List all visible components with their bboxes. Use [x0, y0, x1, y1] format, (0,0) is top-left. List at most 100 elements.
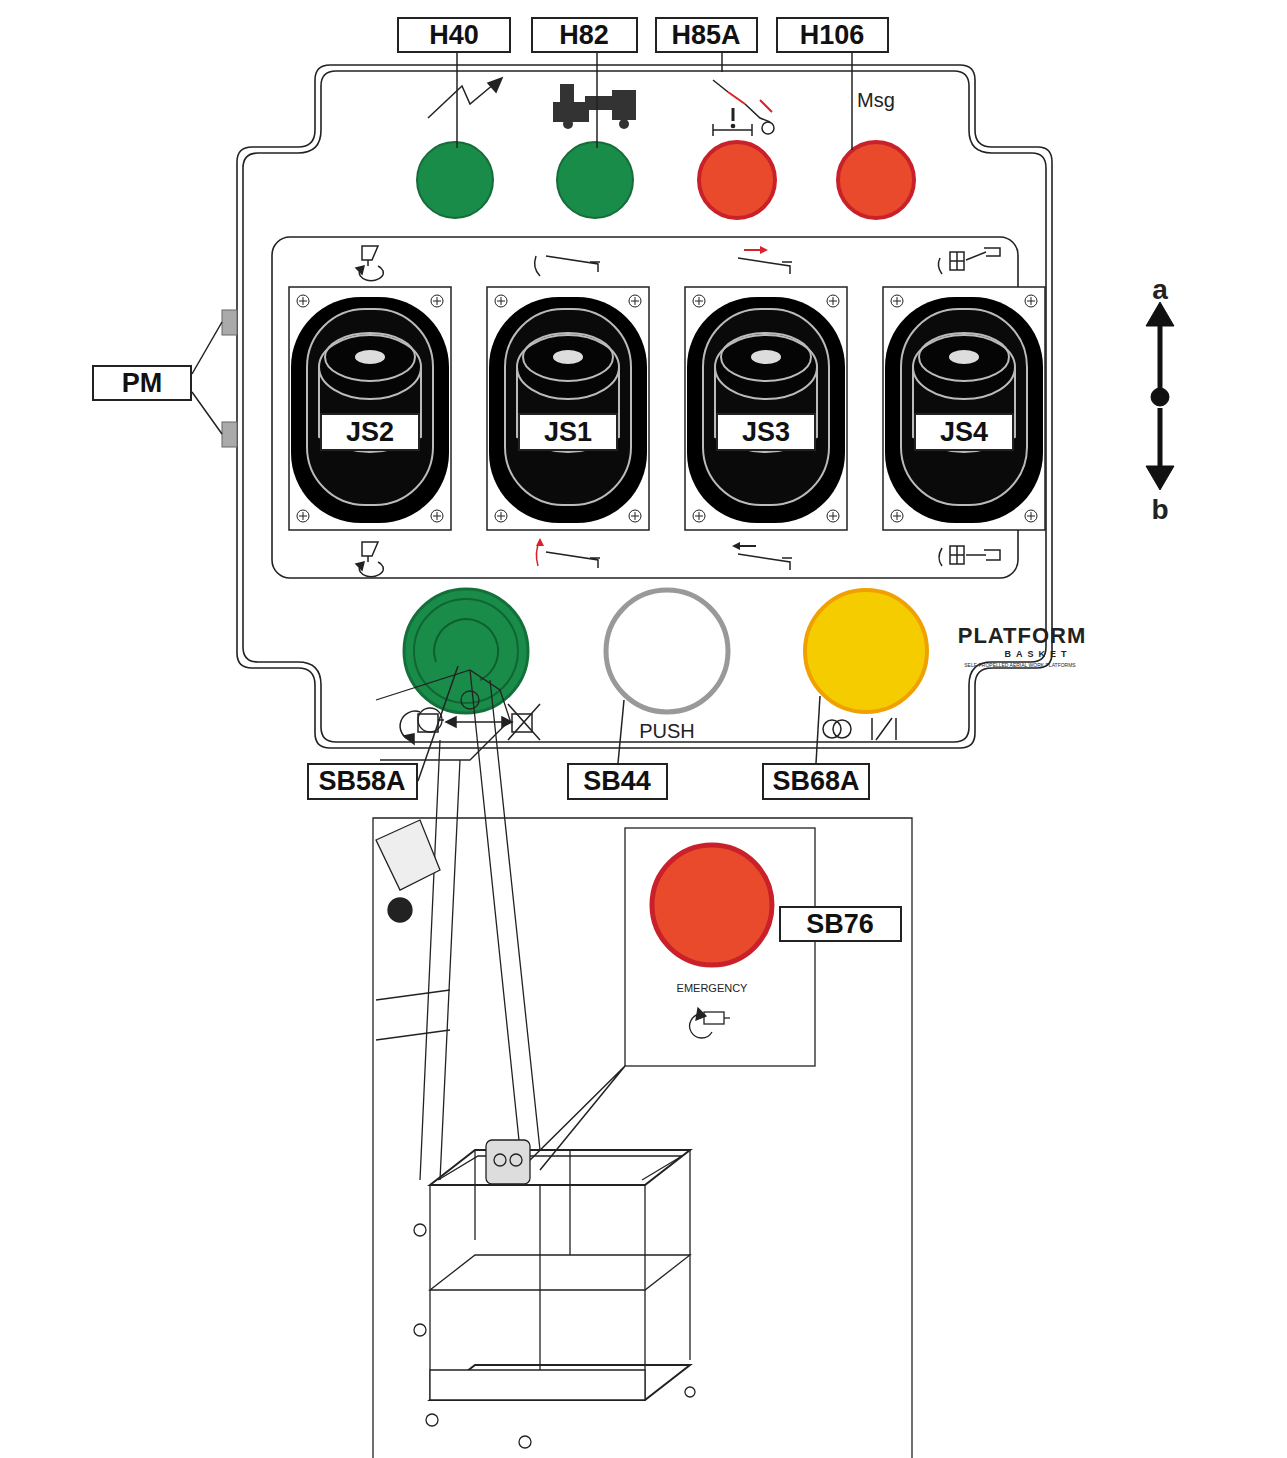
line-art [456, 52, 458, 148]
joystick-label: JS1 [518, 413, 618, 451]
line-art [557, 142, 633, 218]
basket-view [373, 670, 912, 1458]
callout-box: H40 [397, 17, 511, 53]
part-code: SB44 [583, 768, 651, 795]
line-art [362, 246, 378, 266]
part-code: JS4 [940, 419, 988, 446]
line-art [619, 119, 629, 129]
line-art [731, 124, 734, 127]
joystick-icons [356, 246, 1000, 577]
joystick-label: JS3 [716, 413, 816, 451]
line-art [966, 550, 1000, 560]
callout-box: SB76 [779, 906, 902, 942]
line-art [404, 589, 528, 713]
callout-box: PM [92, 365, 192, 401]
line-art [388, 898, 412, 922]
line-art [652, 845, 772, 965]
line-art [760, 246, 768, 254]
part-code: SB68A [772, 768, 859, 795]
line-art [222, 310, 237, 335]
line-art [851, 52, 853, 150]
lamp-icons [428, 78, 774, 136]
line-art [430, 1255, 690, 1290]
line-art [721, 52, 723, 72]
line-art [404, 734, 414, 744]
part-code: JS2 [346, 419, 394, 446]
line-art [1158, 408, 1163, 470]
line-art [356, 562, 364, 570]
line-art [418, 708, 442, 732]
part-code: H85A [671, 22, 740, 49]
line-art [414, 1224, 426, 1236]
line-art [560, 84, 574, 104]
line-art [685, 287, 847, 530]
line-art [488, 78, 502, 92]
line-art [685, 1387, 695, 1397]
line-art [950, 546, 964, 564]
brand-subtitle: BASKET [1004, 650, 1071, 659]
part-code: JS1 [544, 419, 592, 446]
line-art [872, 718, 896, 740]
line-art [713, 124, 752, 136]
line-art [486, 1140, 530, 1184]
line-art [420, 670, 540, 1180]
part-code: SB76 [806, 911, 874, 938]
line-art [738, 258, 792, 274]
line-art [838, 142, 914, 218]
brand-logo: PLATFORM [958, 625, 1087, 647]
push-buttons [404, 589, 927, 713]
line-art [450, 721, 508, 723]
part-code: H82 [559, 22, 609, 49]
line-art [950, 252, 964, 270]
line-art [612, 90, 636, 120]
line-art [289, 287, 451, 530]
button-caption: EMERGENCY [677, 983, 748, 994]
line-art [762, 122, 774, 134]
line-art [487, 287, 649, 530]
line-art [1151, 388, 1169, 406]
lamp-caption: Msg [857, 90, 895, 110]
line-art [738, 554, 792, 570]
part-code: H106 [800, 22, 865, 49]
line-art [805, 590, 927, 712]
line-art [519, 1436, 531, 1448]
line-art [823, 720, 841, 738]
line-art [243, 71, 1046, 742]
line-art [950, 252, 964, 270]
line-art [192, 322, 222, 434]
line-art [950, 546, 964, 564]
callout-box: H106 [776, 17, 889, 53]
line-art [414, 599, 518, 703]
part-code: PM [122, 370, 163, 397]
part-code: JS3 [742, 419, 790, 446]
line-art [744, 249, 762, 251]
callout-box: H85A [655, 17, 758, 53]
brand-tagline: SELF-PROPELLED AERIAL WORK PLATFORMS [964, 663, 1075, 668]
line-art [508, 704, 540, 740]
line-art [461, 691, 479, 709]
line-art [816, 696, 820, 763]
joysticks [289, 287, 1045, 530]
line-art [738, 545, 756, 547]
line-art [704, 1012, 724, 1024]
line-art [535, 256, 540, 276]
panel-housing [237, 65, 1052, 748]
line-art [356, 266, 364, 274]
line-art [760, 100, 772, 112]
line-art [536, 538, 544, 546]
line-art [699, 142, 775, 218]
line-art [502, 717, 512, 727]
line-art [966, 248, 1000, 260]
basket [426, 1140, 695, 1448]
line-art [428, 84, 494, 118]
line-art [418, 666, 458, 781]
line-art [376, 990, 450, 1040]
side-tabs [222, 310, 237, 447]
joystick-label: JS2 [320, 413, 420, 451]
direction-letter: b [1151, 496, 1168, 524]
line-art [732, 108, 735, 121]
joystick-label: JS4 [914, 413, 1014, 451]
line-art [732, 542, 740, 550]
line-art [237, 65, 1052, 748]
line-art [430, 1365, 690, 1400]
